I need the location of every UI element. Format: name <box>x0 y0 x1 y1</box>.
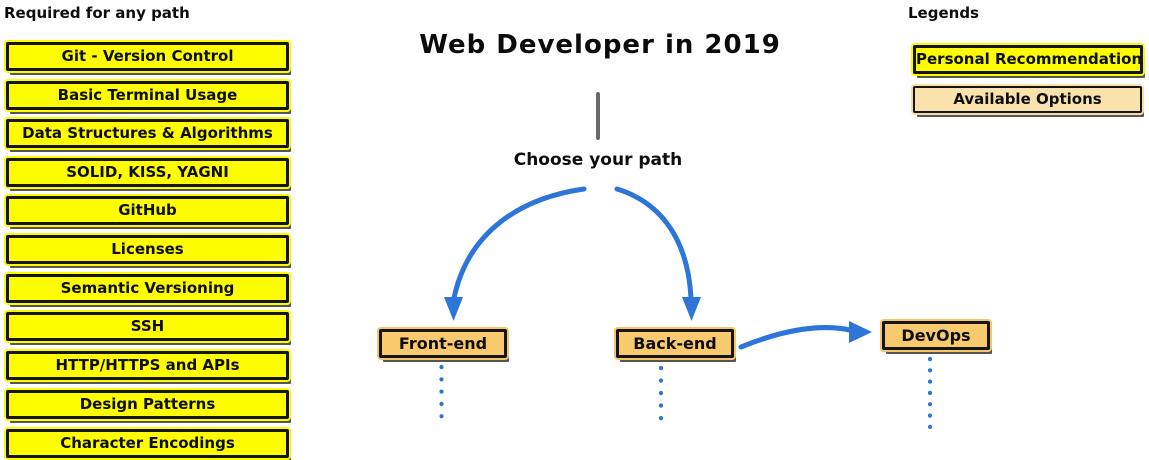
legends-heading: Legends <box>908 4 979 22</box>
page-title: Web Developer in 2019 <box>419 30 781 60</box>
arrowhead-devops-icon <box>849 321 872 343</box>
topic-box-design-patterns[interactable]: Design Patterns <box>6 390 289 419</box>
path-node-backend[interactable]: Back-end <box>616 329 734 358</box>
required-section-heading: Required for any path <box>4 4 190 22</box>
topic-box-http-apis[interactable]: HTTP/HTTPS and APIs <box>6 351 289 380</box>
topic-box-licenses[interactable]: Licenses <box>6 235 289 264</box>
arrow-to-backend <box>614 186 694 301</box>
path-node-frontend[interactable]: Front-end <box>379 329 507 358</box>
arrow-to-frontend <box>451 186 587 301</box>
topic-box-github[interactable]: GitHub <box>6 196 289 225</box>
arrow-backend-to-devops <box>738 325 853 350</box>
path-node-devops[interactable]: DevOps <box>882 321 990 350</box>
topic-box-semantic-versioning[interactable]: Semantic Versioning <box>6 274 289 303</box>
topic-box-solid-kiss-yagni[interactable]: SOLID, KISS, YAGNI <box>6 158 289 187</box>
legend-personal-recommendation: Personal Recommendation! <box>913 45 1143 74</box>
topic-box-character-encodings[interactable]: Character Encodings <box>6 429 289 458</box>
choose-your-path-label: Choose your path <box>513 150 683 170</box>
arrowhead-frontend-icon <box>444 297 463 321</box>
topic-box-git[interactable]: Git - Version Control <box>6 42 289 71</box>
topic-box-ssh[interactable]: SSH <box>6 312 289 341</box>
legend-available-options: Available Options <box>913 86 1142 113</box>
title-connector-line <box>596 92 600 140</box>
topic-box-data-structures[interactable]: Data Structures & Algorithms <box>6 119 289 148</box>
arrowhead-backend-icon <box>682 297 701 321</box>
topic-box-terminal[interactable]: Basic Terminal Usage <box>6 81 289 110</box>
